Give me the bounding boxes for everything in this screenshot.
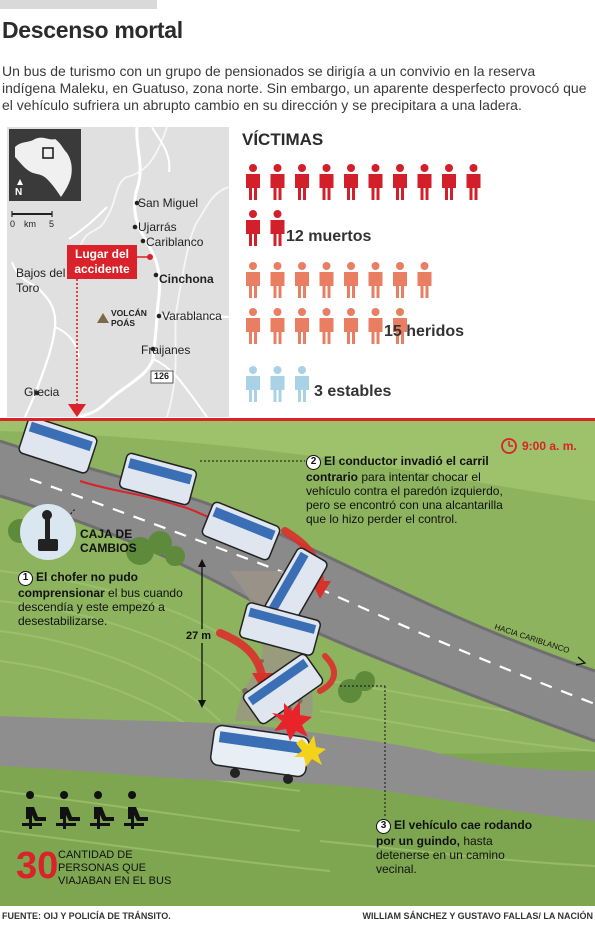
- footer-credit: WILLIAM SÁNCHEZ Y GUSTAVO FALLAS/ LA NAC…: [362, 911, 594, 921]
- victim-injured-icon: [344, 308, 358, 344]
- passengers-number: 30: [16, 845, 59, 887]
- victim-injured-icon: [368, 262, 383, 298]
- bus-3: [201, 501, 281, 561]
- victim-dead-icon: [246, 164, 260, 200]
- place-fraijanes: Fraijanes: [141, 343, 191, 357]
- victim-injured-icon: [344, 262, 358, 298]
- page-title: Descenso mortal: [2, 17, 183, 43]
- victim-stable-icon: [270, 366, 285, 402]
- victims-pictogram: [246, 164, 481, 402]
- victim-dead-icon: [295, 164, 309, 200]
- victim-dead-icon: [319, 164, 334, 200]
- step-3-bold: El vehículo cae rodando por un guindo,: [376, 818, 533, 848]
- dead-label: 12 muertos: [286, 228, 372, 245]
- place-san-miguel: San Miguel: [138, 196, 199, 210]
- victim-dead-icon: [466, 164, 481, 200]
- victim-dead-icon: [393, 164, 407, 200]
- scale-unit: km: [24, 219, 36, 229]
- victim-dead-icon: [442, 164, 456, 200]
- time-label: 9:00 a. m.: [522, 439, 577, 453]
- victim-dead-icon: [417, 164, 432, 200]
- gearbox-label: CAJA DE CAMBIOS: [80, 527, 137, 555]
- stable-label: 3 estables: [314, 383, 392, 400]
- footer: FUENTE: OIJ Y POLICÍA DE TRÁNSITO. WILLI…: [0, 906, 595, 926]
- scale-zero: 0: [10, 219, 15, 229]
- place-volcan-poas: VOLCÁN POÁS: [111, 308, 147, 328]
- passenger-seat-icon: [124, 791, 148, 829]
- victims-title: VÍCTIMAS: [242, 130, 324, 149]
- place-ujarras: Ujarrás: [138, 220, 177, 234]
- victim-injured-icon: [393, 262, 407, 298]
- victim-injured-icon: [319, 262, 334, 298]
- place-cariblanco: Cariblanco: [146, 235, 204, 249]
- map-roads: N 0 km 5: [7, 127, 229, 417]
- victim-injured-icon: [246, 262, 260, 298]
- passenger-seat-icon: [90, 791, 114, 829]
- place-varablanca: Varablanca: [162, 309, 222, 323]
- scale-max: 5: [49, 219, 54, 229]
- victim-injured-icon: [295, 262, 309, 298]
- injured-label: 15 heridos: [384, 323, 465, 340]
- place-cinchona: Cinchona: [159, 272, 214, 286]
- footer-source: FUENTE: OIJ Y POLICÍA DE TRÁNSITO.: [2, 911, 171, 921]
- accident-label: Lugar del accidente: [74, 247, 130, 276]
- location-map: N 0 km 5 San Miguel Ujarrás Cariblanco C…: [7, 127, 229, 417]
- victim-injured-icon: [270, 308, 285, 344]
- step-2-bold: El conductor invadió el carril contrario: [306, 454, 489, 484]
- step-2-number: 2: [306, 455, 321, 470]
- passenger-seat-icon: [22, 791, 46, 829]
- step-2-text: para intentar chocar el vehículo contra …: [306, 470, 503, 526]
- place-grecia: Grecia: [24, 385, 60, 399]
- scene-illustration: HACIA CARIBLANCO: [0, 421, 595, 906]
- victim-injured-icon: [295, 308, 309, 344]
- step-1-text: el bus cuando descendía y este empezó a …: [18, 586, 183, 628]
- bus-1: [18, 421, 98, 474]
- victims-panel: VÍCTIMAS 12 muertos 15 heridos 3 estable…: [242, 130, 592, 410]
- victim-dead-icon: [246, 210, 260, 246]
- step-1-number: 1: [18, 571, 33, 586]
- step-3-text: hasta detenerse en un camino vecinal.: [376, 834, 505, 876]
- victim-injured-icon: [417, 262, 432, 298]
- victim-injured-icon: [319, 308, 334, 344]
- intro-text: Un bus de turismo con un grupo de pensio…: [2, 63, 587, 113]
- victim-injured-icon: [393, 308, 407, 344]
- victim-injured-icon: [246, 308, 260, 344]
- bus-6: [242, 653, 324, 725]
- victim-dead-icon: [344, 164, 358, 200]
- passenger-seat-icon: [56, 791, 80, 829]
- route-number: 126: [154, 371, 170, 381]
- height-label: 27 m: [186, 629, 212, 643]
- victim-injured-icon: [270, 262, 285, 298]
- victim-dead-icon: [270, 210, 285, 246]
- accident-scene: HACIA CARIBLANCO 9:00 a. m. CAJA DE CAMB…: [0, 421, 595, 906]
- step-1-bold: El chofer no pudo comprensionar: [18, 570, 138, 600]
- victim-injured-icon: [368, 308, 383, 344]
- passengers-text: CANTIDAD DE PERSONAS QUE VIAJABAN EN EL …: [58, 849, 172, 887]
- bus-5: [239, 602, 321, 656]
- bus-2: [118, 452, 198, 506]
- victim-dead-icon: [270, 164, 285, 200]
- victim-dead-icon: [368, 164, 383, 200]
- bus-crashed: [209, 724, 311, 784]
- step-3-number: 3: [376, 819, 391, 834]
- victim-stable-icon: [246, 366, 260, 402]
- section-divider: [0, 418, 595, 421]
- victim-stable-icon: [295, 366, 309, 402]
- place-bajos-del-toro: Bajos del Toro: [16, 266, 66, 295]
- north-label: N: [15, 187, 22, 198]
- top-bar: [0, 0, 157, 9]
